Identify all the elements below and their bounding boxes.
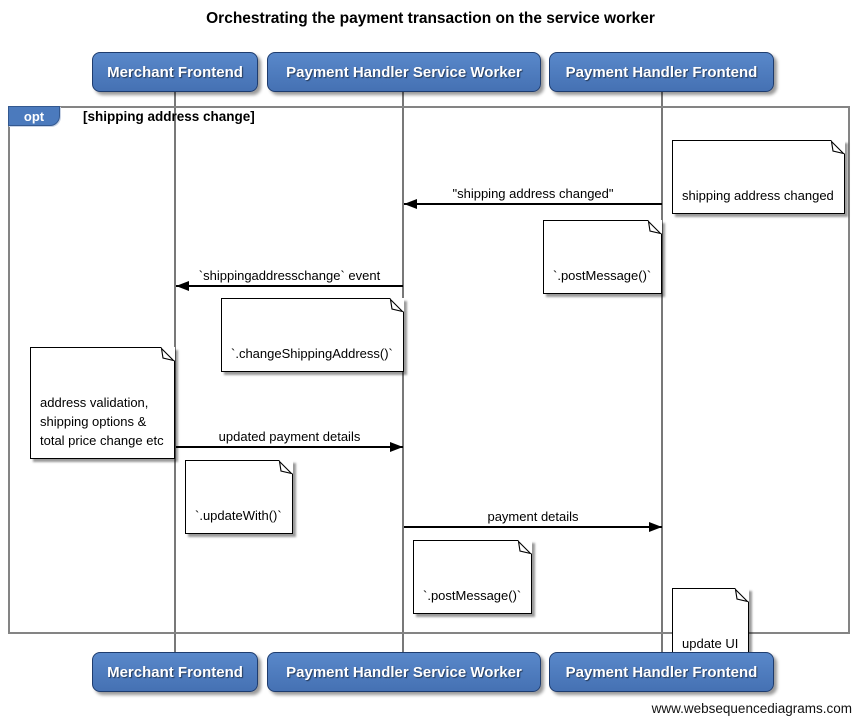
note-fold-icon: [160, 347, 175, 362]
lifeline-merchant-frontend: [174, 92, 176, 652]
actor-merchant-frontend-bottom: Merchant Frontend: [92, 652, 258, 692]
note-fold-icon: [389, 298, 404, 313]
note-text: address validation, shipping options & t…: [40, 395, 164, 448]
note-text: update UI: [682, 636, 739, 651]
note-text: shipping address changed: [682, 188, 834, 203]
opt-fragment-guard: [shipping address change]: [83, 109, 255, 124]
message-line: [404, 199, 662, 209]
note-shipping-address-changed: shipping address changed: [672, 140, 845, 214]
note-fold-icon: [517, 540, 533, 555]
message-label: payment details: [487, 509, 579, 524]
lifeline-payment-handler-frontend: [661, 92, 663, 652]
actor-payment-handler-frontend-bottom: Payment Handler Frontend: [549, 652, 774, 692]
message-line: [176, 281, 403, 291]
actor-label: Payment Handler Service Worker: [286, 63, 522, 81]
watermark: www.websequencediagrams.com: [651, 701, 852, 716]
actor-payment-handler-service-worker-bottom: Payment Handler Service Worker: [267, 652, 541, 692]
message-line: [176, 442, 403, 452]
arrowhead-left-icon: [176, 281, 189, 291]
message-label: updated payment details: [218, 429, 361, 444]
actor-payment-handler-service-worker-top: Payment Handler Service Worker: [267, 52, 541, 92]
arrowhead-right-icon: [390, 442, 403, 452]
note-fold-icon: [647, 220, 663, 235]
note-fold-icon: [830, 140, 845, 155]
note-fold-icon: [735, 588, 750, 603]
actor-label: Merchant Frontend: [107, 663, 243, 681]
note-text: `.updateWith()`: [195, 508, 282, 523]
actor-label: Payment Handler Frontend: [565, 63, 758, 81]
message-label: `shippingaddresschange` event: [198, 268, 381, 283]
opt-fragment-operator: opt: [8, 106, 60, 126]
message-line: [404, 522, 662, 532]
message-payment-details: payment details: [404, 509, 662, 532]
message-label: "shipping address changed": [452, 186, 614, 201]
actor-label: Payment Handler Service Worker: [286, 663, 522, 681]
note-fold-icon: [278, 460, 293, 475]
actor-merchant-frontend-top: Merchant Frontend: [92, 52, 258, 92]
note-text: `.postMessage()`: [553, 268, 652, 283]
note-text: `.changeShippingAddress()`: [231, 346, 393, 361]
note-text: `.postMessage()`: [423, 588, 522, 603]
note-update-ui: update UI: [672, 588, 750, 662]
diagram-title: Orchestrating the payment transaction on…: [206, 10, 655, 27]
lifeline-payment-handler-service-worker: [402, 92, 404, 652]
note-change-shipping-address: `.changeShippingAddress()`: [221, 298, 404, 372]
message-shippingaddresschange-event: `shippingaddresschange` event: [176, 268, 403, 291]
note-postmessage-1: `.postMessage()`: [543, 220, 663, 294]
arrowhead-left-icon: [404, 199, 417, 209]
arrowhead-right-icon: [649, 522, 662, 532]
actor-label: Merchant Frontend: [107, 63, 243, 81]
note-update-with: `.updateWith()`: [185, 460, 293, 534]
note-postmessage-2: `.postMessage()`: [413, 540, 533, 614]
note-address-validation: address validation, shipping options & t…: [30, 347, 175, 459]
actor-label: Payment Handler Frontend: [565, 663, 758, 681]
message-shipping-address-changed: "shipping address changed": [404, 186, 662, 209]
message-updated-payment-details: updated payment details: [176, 429, 403, 452]
opt-fragment: [8, 106, 850, 634]
actor-payment-handler-frontend-top: Payment Handler Frontend: [549, 52, 774, 92]
